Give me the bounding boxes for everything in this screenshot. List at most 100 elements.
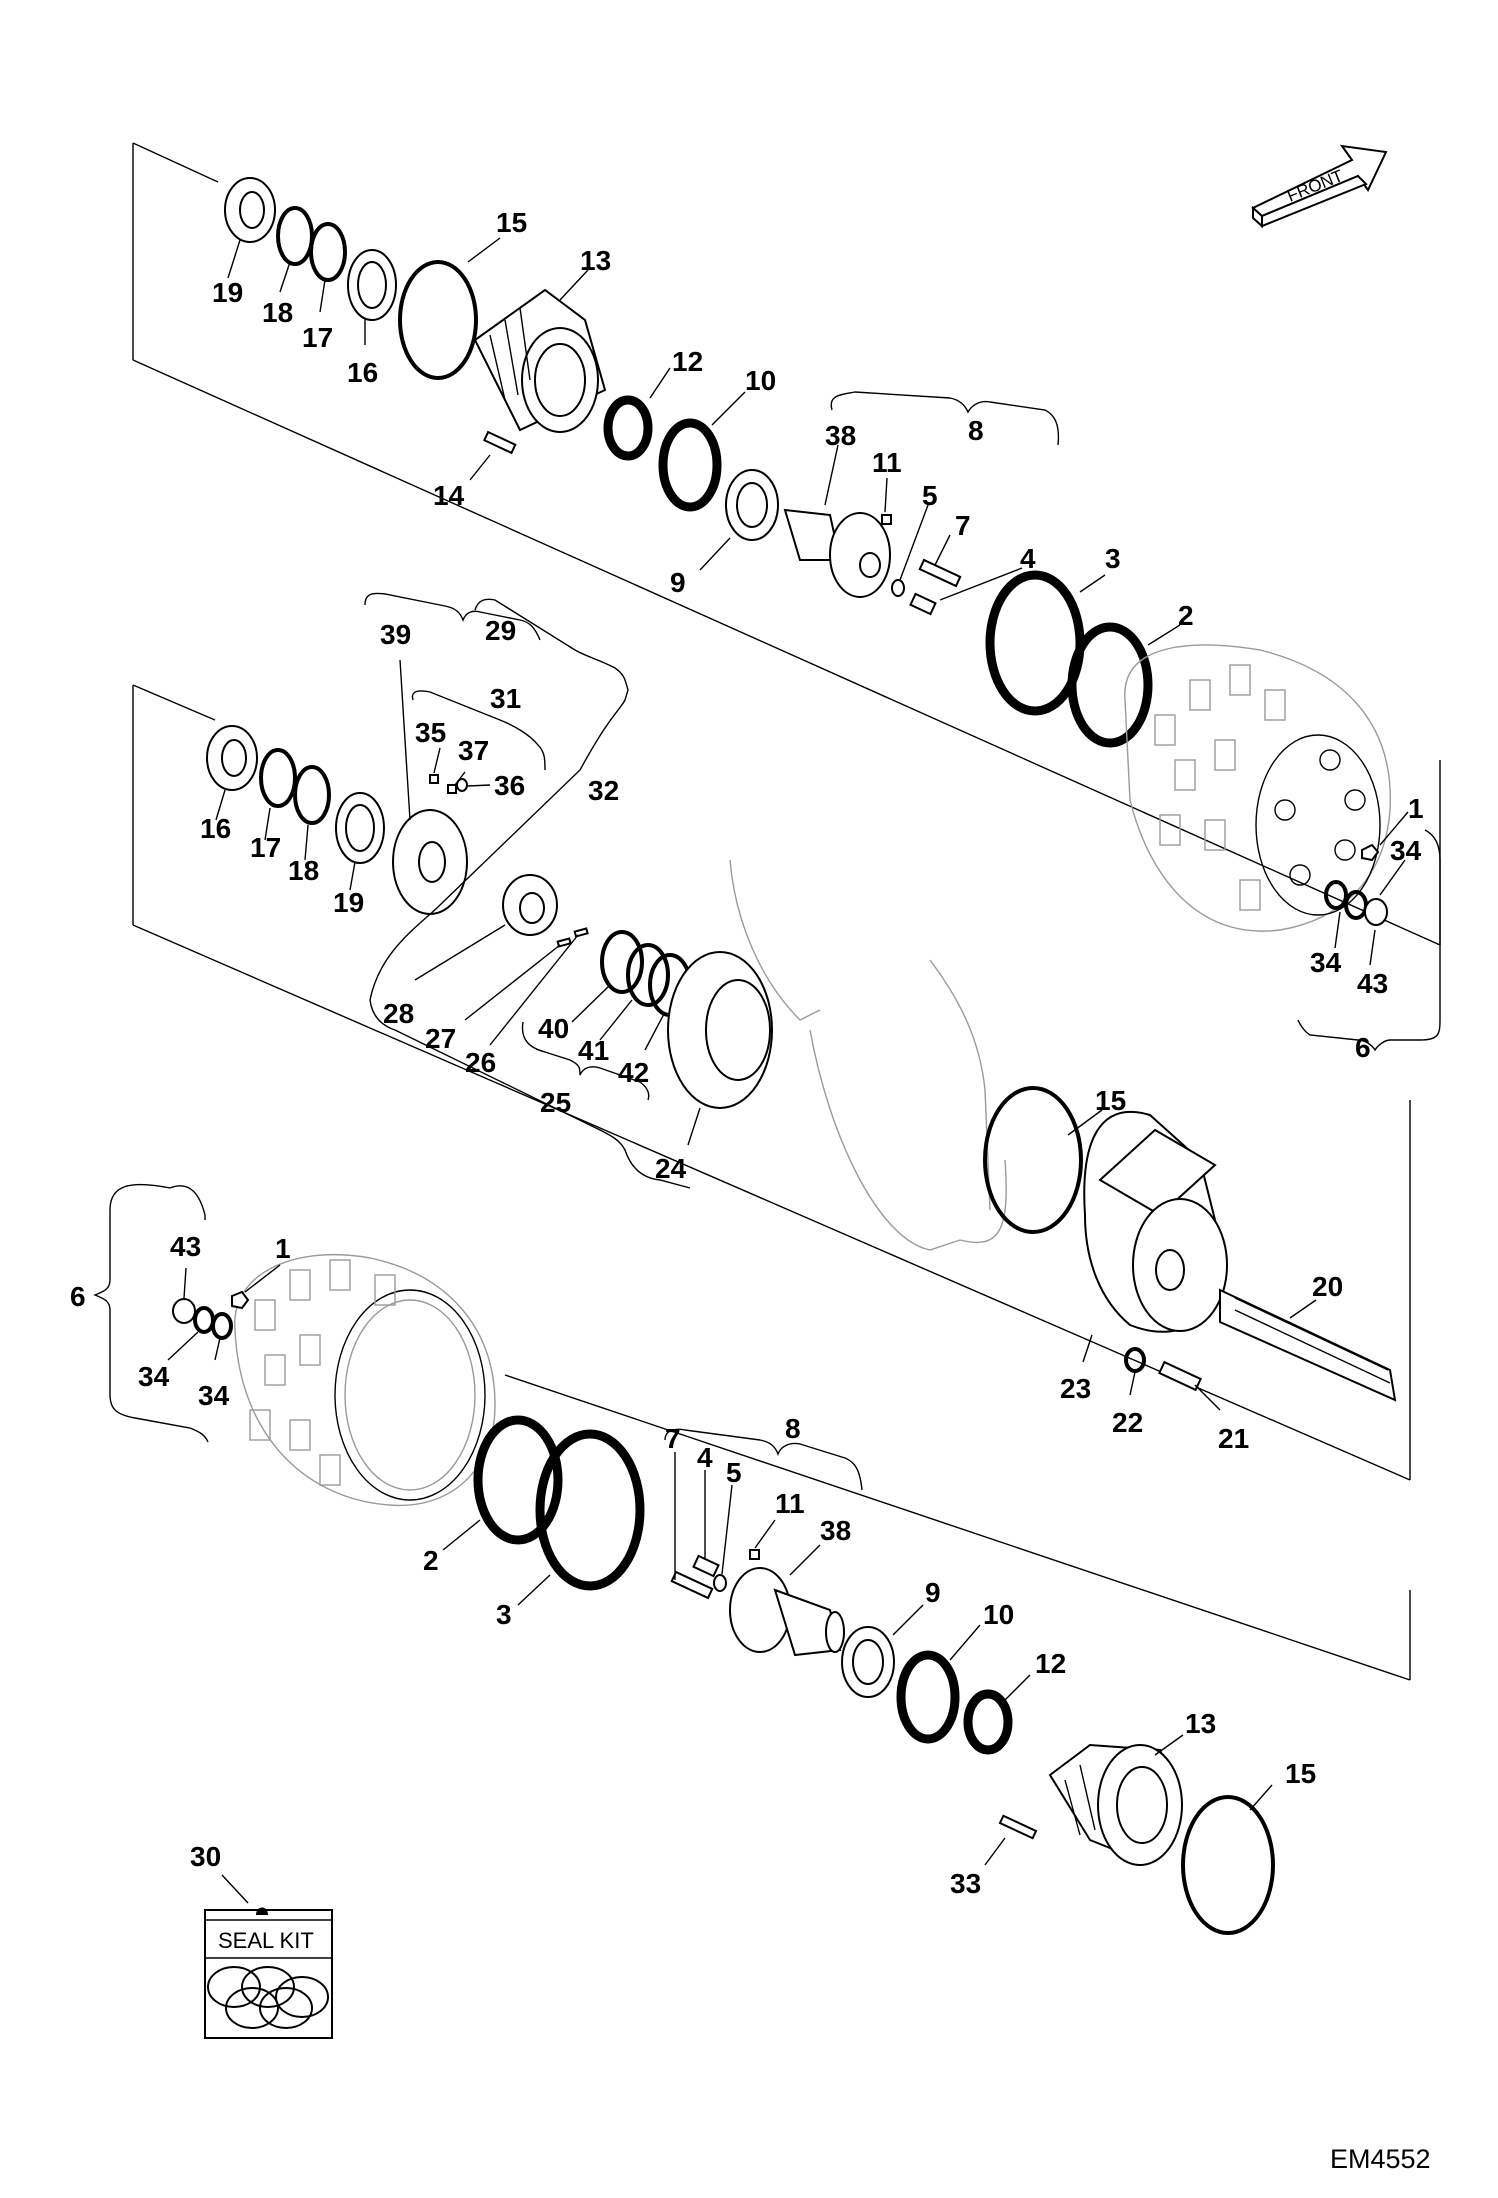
hub-13c [1048, 1743, 1183, 1866]
callout-b-25: 25 [540, 1087, 571, 1118]
ring-17 [309, 222, 347, 282]
bearing-cup-16b [206, 725, 258, 791]
callout-b-41: 41 [578, 1035, 609, 1066]
section-c-labels: 43 1 6 34 34 2 3 7 4 5 11 38 8 9 10 12 1… [70, 1231, 1316, 1899]
spindle-38 [783, 508, 891, 598]
ring-40 [600, 930, 644, 994]
nut-4 [909, 592, 937, 616]
callout-c-34b: 34 [198, 1380, 230, 1411]
callout-a-19: 19 [212, 277, 243, 308]
callout-a-17: 17 [302, 322, 333, 353]
nut-43 [1364, 898, 1388, 926]
callout-a-34a: 34 [1310, 947, 1342, 978]
washer-36 [456, 778, 468, 792]
callout-c-8: 8 [785, 1413, 801, 1444]
o-ring-15 [398, 260, 478, 380]
ring-18b [293, 765, 331, 825]
callout-a-9: 9 [670, 567, 686, 598]
carrier-39 [392, 809, 468, 915]
callout-30: 30 [190, 1841, 221, 1872]
o-ring-15b [983, 1086, 1083, 1234]
section-c-leaders [93, 1183, 1273, 1866]
callout-a-13: 13 [580, 245, 611, 276]
nut-1 [1361, 843, 1380, 862]
callout-c-10: 10 [983, 1599, 1014, 1630]
pin-26 [573, 927, 589, 938]
bearing-cup-19 [224, 177, 276, 243]
washer-5 [891, 579, 905, 597]
callout-a-4: 4 [1020, 543, 1036, 574]
seal-2c [473, 1415, 563, 1545]
seal-12 [603, 395, 653, 461]
pin-35 [429, 774, 439, 784]
bolt-14 [482, 430, 517, 455]
bearing-9 [725, 469, 779, 541]
bearing-19b [335, 792, 385, 864]
pin-11c [749, 1549, 760, 1560]
callout-c-9: 9 [925, 1577, 941, 1608]
callout-b-27: 27 [425, 1023, 456, 1054]
callout-a-5: 5 [922, 480, 938, 511]
bolt-21 [1158, 1360, 1202, 1392]
seal-2 [1067, 622, 1153, 748]
frame-outline-b [729, 859, 1007, 1251]
callout-b-29: 29 [485, 615, 516, 646]
washer-5c [713, 1574, 727, 1592]
callout-b-31: 31 [490, 683, 521, 714]
callout-a-14: 14 [433, 480, 465, 511]
callout-c-4: 4 [697, 1442, 713, 1473]
hub-13 [473, 288, 607, 433]
washer-34a [1324, 880, 1348, 910]
section-c-parts [172, 1254, 1275, 1935]
callout-b-17: 17 [250, 832, 281, 863]
callout-c-12: 12 [1035, 1648, 1066, 1679]
callout-b-40: 40 [538, 1013, 569, 1044]
stud-7c [670, 1570, 714, 1600]
section-a-frame [132, 142, 1441, 946]
callout-c-13: 13 [1185, 1708, 1216, 1739]
wheel-hub-c [234, 1254, 496, 1507]
pin-27 [556, 937, 572, 948]
callout-b-37: 37 [458, 735, 489, 766]
callout-b-15: 15 [1095, 1085, 1126, 1116]
section-a-leaders [227, 237, 1441, 1052]
callout-b-39: 39 [380, 619, 411, 650]
callout-c-34a: 34 [138, 1361, 170, 1392]
callout-a-3: 3 [1105, 543, 1121, 574]
seal-10 [658, 418, 722, 512]
nut-4c [692, 1554, 720, 1578]
callout-b-20: 20 [1312, 1271, 1343, 1302]
drawing-reference: EM4552 [1330, 2144, 1431, 2174]
ring-17b [259, 748, 297, 808]
callout-b-18: 18 [288, 855, 319, 886]
section-a-parts [224, 177, 1391, 932]
callout-b-21: 21 [1218, 1423, 1249, 1454]
callout-c-1: 1 [275, 1233, 291, 1264]
callout-b-26: 26 [465, 1047, 496, 1078]
callout-c-3: 3 [496, 1599, 512, 1630]
wheel-hub-a [1124, 644, 1391, 932]
callout-a-34b: 34 [1390, 835, 1422, 866]
callout-b-32: 32 [588, 775, 619, 806]
callout-c-2: 2 [423, 1545, 439, 1576]
seal-10c [896, 1650, 960, 1744]
callout-a-18: 18 [262, 297, 293, 328]
section-b-labels: 16 17 18 19 39 29 31 35 37 36 32 28 27 2… [200, 615, 1343, 1454]
o-ring-15c [1181, 1795, 1275, 1935]
section-c-frame [504, 1374, 1411, 1681]
callout-b-24: 24 [655, 1153, 687, 1184]
gear-28 [502, 874, 558, 936]
rotor-24 [667, 951, 773, 1109]
callout-b-42: 42 [618, 1057, 649, 1088]
seal-3 [985, 570, 1085, 716]
bearing-9c [841, 1626, 895, 1698]
callout-a-6: 6 [1355, 1032, 1371, 1063]
callout-a-7: 7 [955, 510, 971, 541]
seal-12c [963, 1689, 1013, 1755]
callout-c-11: 11 [775, 1488, 805, 1519]
gear-37 [447, 784, 457, 794]
callout-b-35: 35 [415, 717, 446, 748]
motor-housing-23 [1083, 1110, 1228, 1333]
